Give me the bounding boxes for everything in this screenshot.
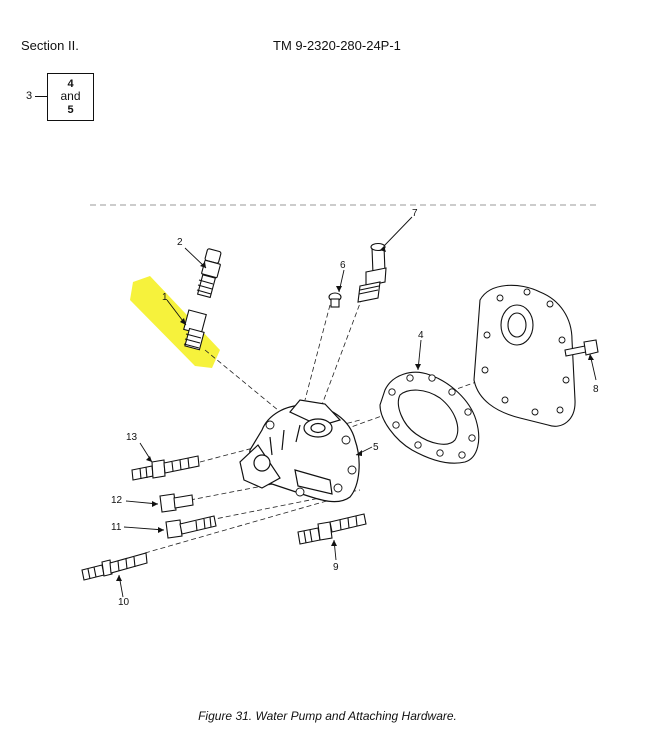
figure-ref-number: 3: [26, 90, 33, 102]
callout-7: 7: [412, 208, 418, 219]
callout-4: 4: [418, 330, 424, 341]
callout-5: 5: [373, 442, 379, 453]
water-pump-body: [239, 399, 360, 503]
callout-12: 12: [111, 495, 123, 506]
cover-plate: [473, 284, 576, 427]
callout-2: 2: [177, 237, 183, 248]
callout-13: 13: [126, 432, 138, 443]
figure-caption: Figure 31. Water Pump and Attaching Hard…: [198, 709, 457, 723]
part-12-bolt: [159, 493, 194, 513]
gasket: [379, 371, 480, 464]
callout-9: 9: [333, 562, 339, 573]
figure-ref-line2: and: [60, 89, 81, 103]
part-1-plug: [183, 309, 207, 351]
callout-8: 8: [593, 384, 599, 395]
figure-ref-box: 4 and 5: [47, 73, 94, 121]
part-6-screw: [328, 292, 342, 308]
callout-1: 1: [162, 292, 168, 303]
part-2-fitting: [196, 248, 222, 299]
section-header: Section II.: [21, 38, 79, 53]
figure-ref-line1: 4: [67, 78, 74, 90]
part-13-stud: [131, 455, 200, 481]
callout-11: 11: [111, 522, 122, 533]
pump-bolt-bosses: [265, 420, 357, 497]
part-8-bolt: [564, 339, 599, 357]
gasket-bolt-holes: [388, 374, 476, 459]
part-11-bolt: [165, 515, 217, 539]
tm-number: TM 9-2320-280-24P-1: [273, 38, 401, 53]
part-7-hose-fitting: [357, 242, 387, 303]
cover-bolt-holes: [481, 288, 570, 416]
part-9-stud: [297, 513, 367, 545]
leader-arrowheads: [116, 246, 594, 581]
figure-ref-leader: [35, 96, 47, 98]
figure-ref-line3: 5: [67, 104, 74, 116]
callout-10: 10: [118, 597, 130, 608]
callout-6: 6: [340, 260, 346, 271]
part-10-long-stud: [81, 552, 148, 581]
